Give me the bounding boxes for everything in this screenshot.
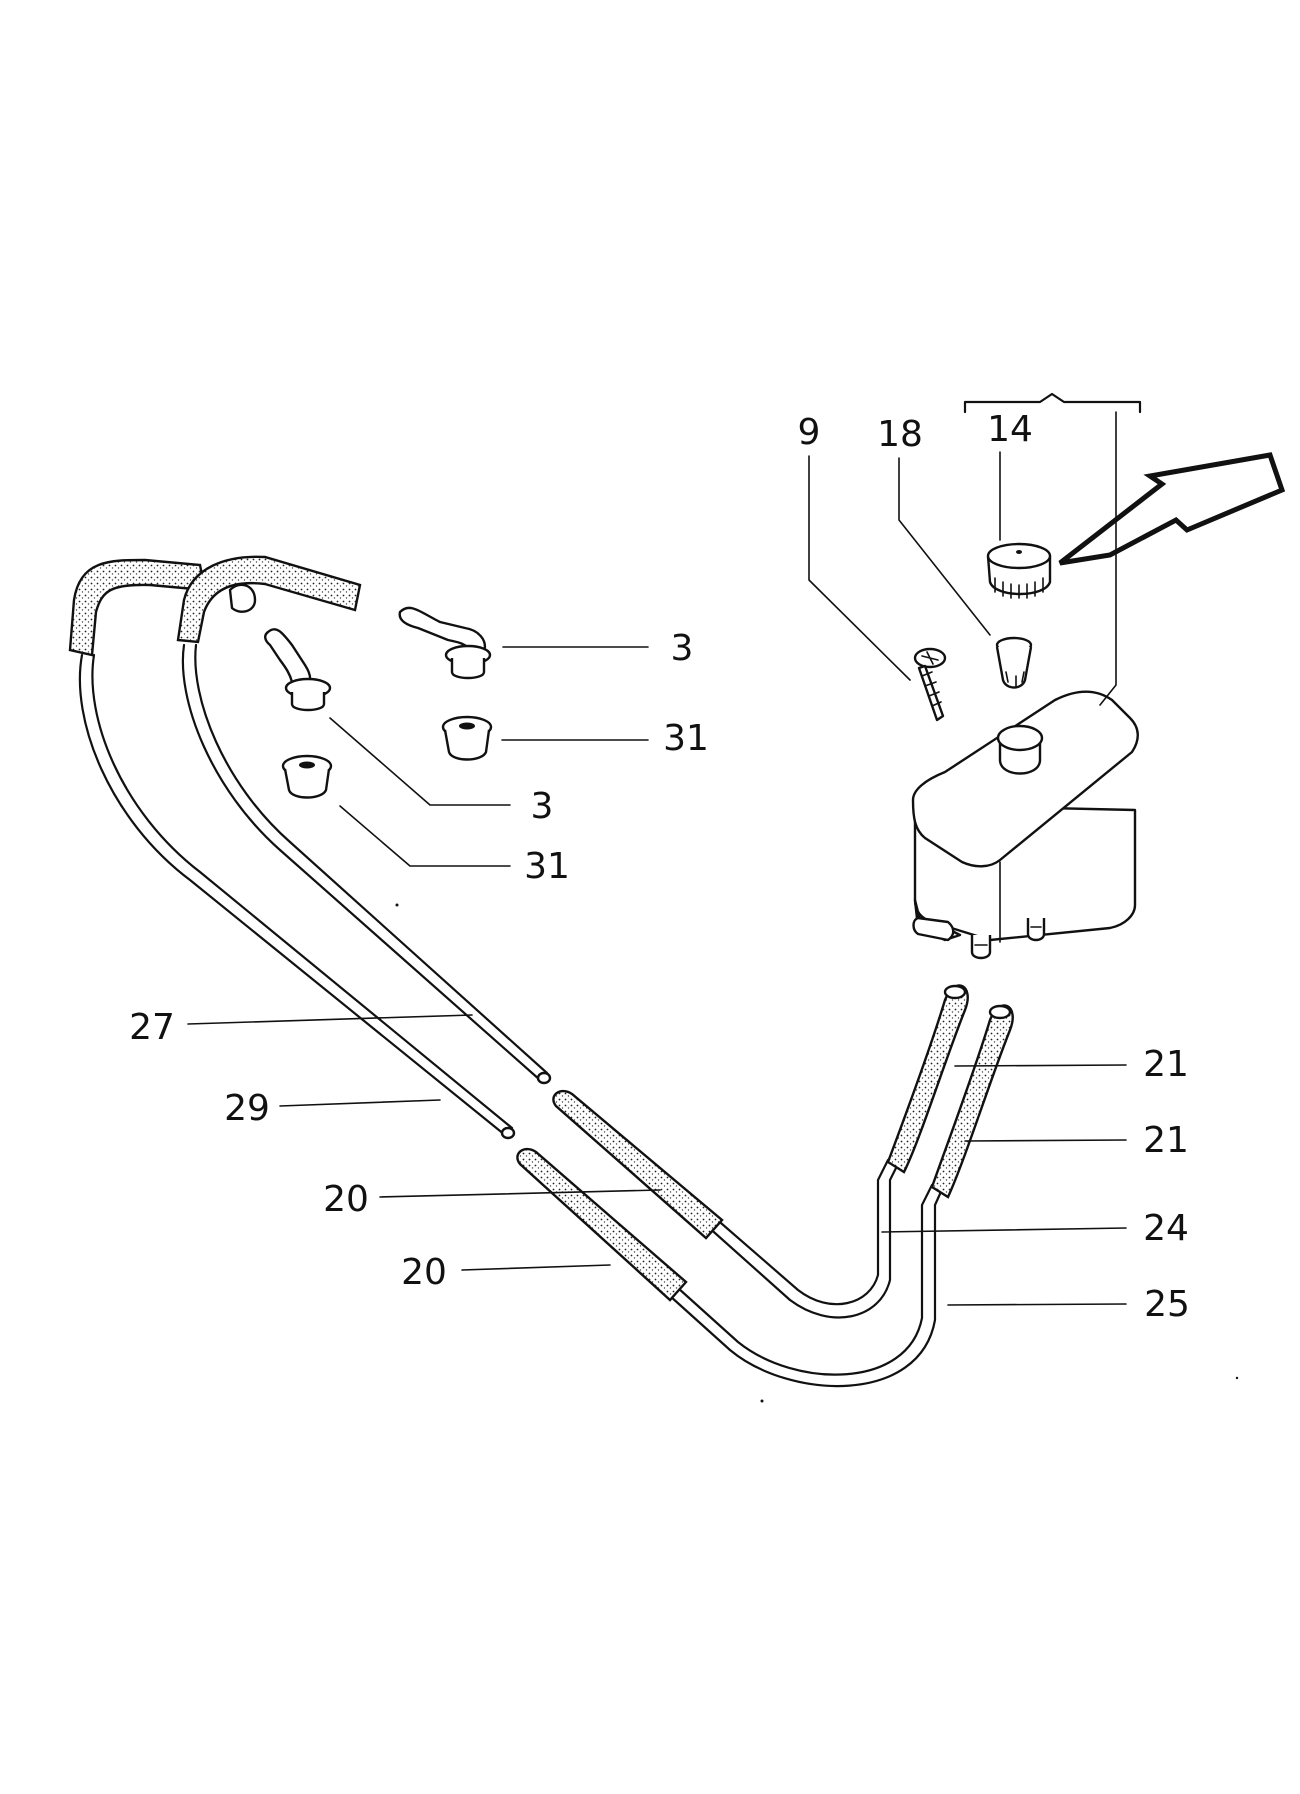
callout-18: 18 bbox=[877, 414, 923, 455]
screw-9 bbox=[913, 647, 947, 722]
callout-20-upper: 20 bbox=[323, 1179, 369, 1220]
callout-29: 29 bbox=[224, 1088, 270, 1129]
callout-3-top: 3 bbox=[671, 628, 694, 669]
tube-29-end bbox=[500, 1126, 516, 1140]
callout-21-lower: 21 bbox=[1143, 1120, 1189, 1161]
callout-9: 9 bbox=[798, 412, 821, 453]
callout-20-lower: 20 bbox=[401, 1252, 447, 1293]
strainer-18 bbox=[995, 636, 1033, 689]
callout-14: 14 bbox=[987, 409, 1033, 450]
callout-31-top: 31 bbox=[663, 718, 709, 759]
nozzle-3-mid bbox=[264, 628, 332, 712]
bracket-14 bbox=[963, 392, 1142, 414]
scan-specks bbox=[395, 903, 1239, 1403]
callout-25: 25 bbox=[1144, 1284, 1190, 1325]
callout-27: 27 bbox=[129, 1007, 175, 1048]
callout-3-mid: 3 bbox=[531, 786, 554, 827]
grommet-31-mid bbox=[281, 754, 333, 799]
washer-reservoir bbox=[911, 690, 1139, 960]
tube-27-end bbox=[536, 1071, 552, 1085]
sleeves-21 bbox=[886, 984, 1014, 1199]
leader-lines bbox=[187, 411, 1127, 1306]
callout-24: 24 bbox=[1143, 1208, 1189, 1249]
callout-21-upper: 21 bbox=[1143, 1044, 1189, 1085]
pointer-arrow bbox=[1058, 452, 1286, 566]
hose-caps-top-left bbox=[68, 555, 362, 657]
sleeves-20 bbox=[516, 1089, 724, 1302]
callouts: 9 18 14 3 31 3 31 27 29 20 20 21 21 24 2… bbox=[129, 409, 1190, 1325]
grommet-31-top bbox=[441, 715, 493, 761]
nozzle-3-top bbox=[398, 606, 492, 680]
hose-27-29-loop bbox=[78, 643, 552, 1140]
callout-31-mid: 31 bbox=[524, 846, 570, 887]
hose-24-25-loop bbox=[668, 1158, 946, 1388]
cap-14 bbox=[986, 542, 1052, 599]
